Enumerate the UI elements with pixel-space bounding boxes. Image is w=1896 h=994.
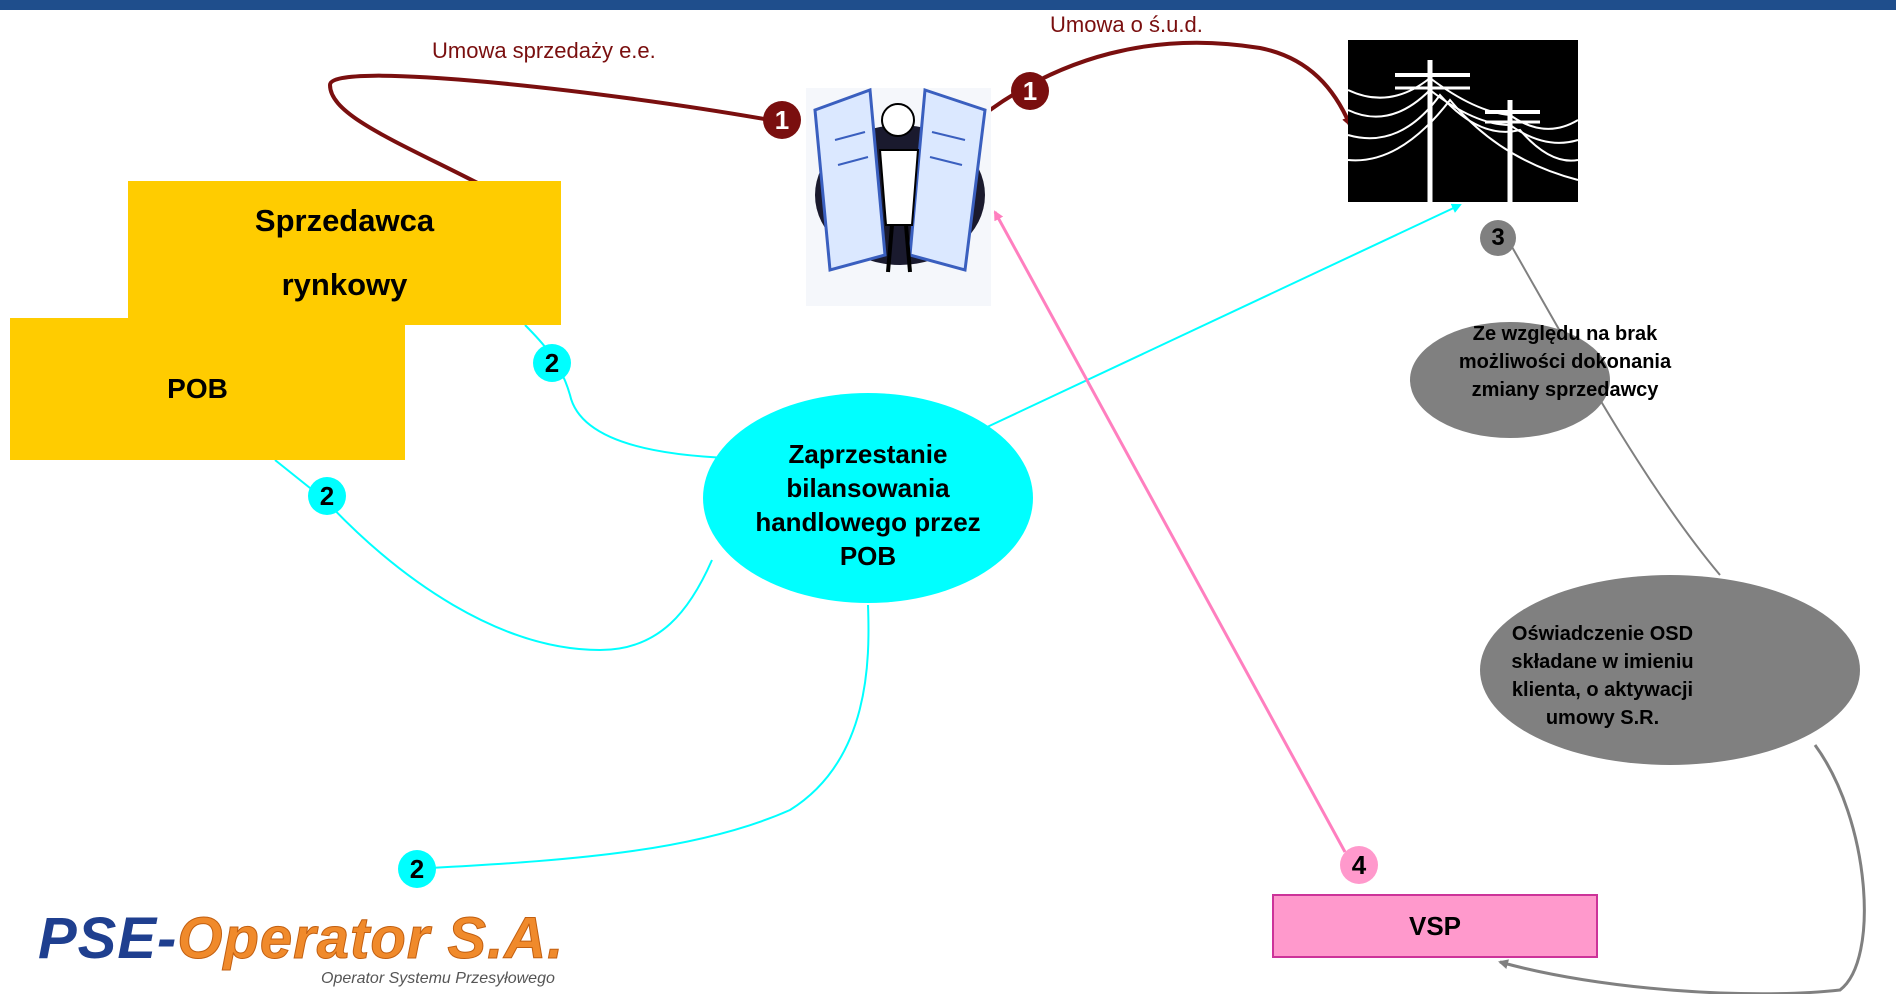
arrow-umowa-sprzedazy (327, 73, 771, 210)
badge-2-left: 2 (308, 477, 346, 515)
vsp-label: VSP (1408, 910, 1462, 941)
line-zaprzestanie-to-bottom-badge (429, 604, 870, 869)
sprzedawca-label-1: Sprzedawca (254, 203, 435, 238)
arrow-umowa-sud (988, 40, 1352, 127)
badge-2-bottom: 2 (398, 850, 436, 888)
ellipse-oswiadczenie (1480, 575, 1860, 765)
badge-2-upper: 2 (533, 344, 571, 382)
oswiadczenie-text: Oświadczenie OSD składane w imieniu klie… (1511, 623, 1694, 729)
top-bar (0, 0, 1896, 10)
pob-box: POB (10, 318, 405, 460)
arrow-vsp-to-contract (993, 210, 1347, 853)
umowa-sprzedazy-label: Umowa sprzedaży e.e. (432, 38, 656, 63)
badge-4: 4 (1340, 846, 1378, 884)
logo-tagline: Operator Systemu Przesyłowego (321, 970, 555, 987)
zaprzestanie-text: Zaprzestanie bilansowania handlowego prz… (755, 439, 981, 571)
power-lines-icon (1347, 40, 1579, 202)
logo-operator-text: Operator S.A. (177, 906, 565, 972)
line-zaprzestanie-to-pob (324, 499, 713, 652)
line-lines-to-oswiadczenie (1507, 239, 1721, 576)
badge-1-left: 1 (763, 101, 801, 139)
ze-wzgledu-text: Ze względu na brak możliwości dokonania … (1458, 323, 1672, 401)
pse-operator-logo: PSE-Operator S.A. (38, 905, 564, 972)
ellipse-zaprzestanie (703, 393, 1033, 603)
badge-3: 3 (1480, 220, 1516, 256)
umowa-sud-label: Umowa o ś.u.d. (1050, 12, 1203, 37)
vsp-box: VSP (1272, 894, 1598, 958)
badge-1-right: 1 (1011, 72, 1049, 110)
logo-pse-text: PSE- (38, 906, 178, 971)
pob-label: POB (167, 373, 228, 404)
sprzedawca-box: Sprzedawca rynkowy (128, 181, 561, 325)
sprzedawca-label-2: rynkowy (281, 267, 408, 302)
arrow-oswiadczenie-to-vsp (1498, 744, 1866, 994)
ellipse-ze-wzgledu (1410, 322, 1610, 438)
line-zaprzestanie-to-lines (984, 203, 1462, 429)
person-holding-contracts-icon (806, 87, 991, 306)
